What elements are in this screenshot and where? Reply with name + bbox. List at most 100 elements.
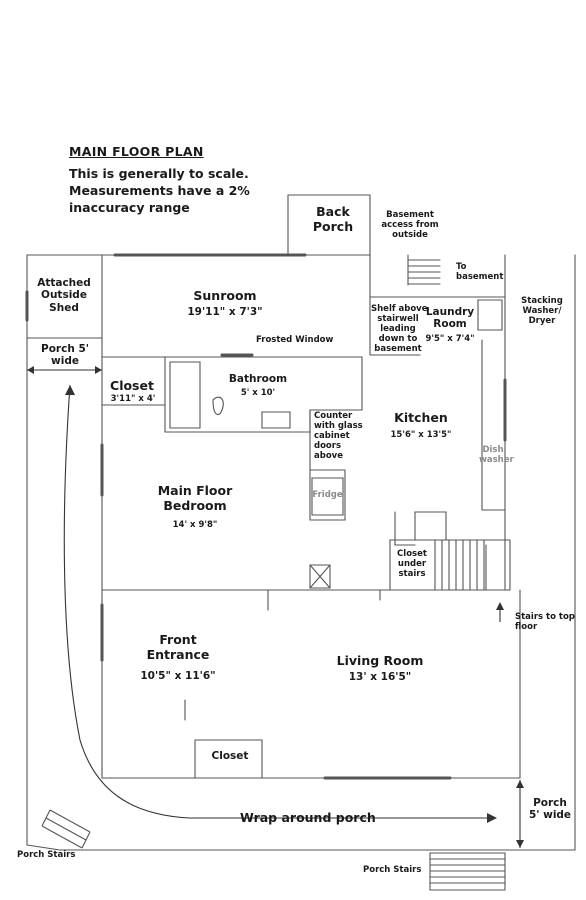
front-closet-label: Closet bbox=[211, 750, 249, 762]
porch-front-line2: 5' wide bbox=[528, 809, 572, 822]
counter-line4: doors bbox=[314, 441, 342, 452]
front-entrance-line2: Entrance bbox=[146, 646, 210, 662]
attached-shed-line1: Attached bbox=[37, 277, 91, 289]
stacking-line1: Stacking bbox=[521, 296, 563, 306]
laundry-line2: Room bbox=[433, 318, 467, 331]
dishwasher-label: Dish washer bbox=[479, 445, 514, 466]
arrowhead-left bbox=[27, 366, 34, 374]
sink bbox=[261, 411, 291, 429]
shelf-line5: basement bbox=[374, 344, 422, 355]
page-title: MAIN FLOOR PLAN bbox=[69, 144, 204, 159]
back-porch-line2: Porch bbox=[312, 218, 354, 234]
front-entrance-line1: Front bbox=[159, 632, 197, 647]
fridge-label: Fridge bbox=[312, 490, 343, 500]
frosted-window-label: Frosted Window bbox=[256, 335, 334, 345]
bedroom-line2: Bedroom bbox=[163, 497, 227, 513]
closet-stairs-line3: stairs bbox=[398, 569, 426, 580]
counter-line1: Counter bbox=[314, 411, 353, 421]
kitchen-dims: 15'6" x 13'5" bbox=[390, 430, 452, 440]
arrowhead-down bbox=[516, 840, 524, 848]
back-porch bbox=[287, 194, 371, 256]
closet-stairs-line2: under bbox=[397, 559, 427, 570]
stairs-lines bbox=[434, 539, 485, 591]
basement-access-line2: access from bbox=[381, 220, 439, 231]
stacking-line2: Washer/ bbox=[522, 306, 562, 317]
shelf-line4: down to bbox=[378, 334, 418, 345]
basement-access-line1: Basement bbox=[386, 210, 434, 220]
stacking-line3: Dryer bbox=[528, 316, 556, 327]
stairs-top-line1: Stairs to top bbox=[515, 612, 575, 622]
porch-side-line1: Porch 5' bbox=[41, 343, 89, 355]
arrowhead-wrap-top bbox=[65, 385, 75, 395]
porch-side-line2: wide bbox=[51, 355, 79, 368]
basement-stairs bbox=[407, 254, 441, 286]
porch-front-line1: Porch bbox=[533, 797, 567, 809]
shelf-above-label: Shelf above stairwell leading down to ba… bbox=[371, 304, 428, 355]
laundry-label: Laundry Room bbox=[423, 306, 477, 331]
closet-dims: 3'11" x 4' bbox=[110, 394, 156, 404]
scale-note-line3: inaccuracy range bbox=[69, 200, 190, 215]
to-basement-line1: To bbox=[456, 262, 467, 272]
toilet bbox=[212, 396, 224, 416]
to-basement-label: To basement bbox=[456, 262, 503, 282]
living-room-dims: 13' x 16'5" bbox=[348, 671, 412, 683]
stairs-top-line2: floor bbox=[515, 622, 538, 633]
shelf-line2: stairwell bbox=[377, 314, 419, 325]
front-entrance-dims: 10'5" x 11'6" bbox=[140, 670, 216, 682]
sunroom-dims: 19'11" x 7'3" bbox=[187, 306, 263, 318]
porch-front-label: Porch 5' wide bbox=[522, 797, 578, 822]
shed-box bbox=[26, 254, 103, 339]
shelf-line1: Shelf above bbox=[371, 304, 428, 314]
counter-line3: cabinet bbox=[314, 431, 350, 442]
porch-outline-bottom bbox=[26, 844, 576, 851]
wall-outline bbox=[101, 254, 521, 779]
stacking-washer-label: Stacking Washer/ Dryer bbox=[515, 296, 569, 326]
wrap-porch-path bbox=[63, 384, 495, 819]
arrowhead-stairs bbox=[496, 602, 504, 610]
kitchen-counter-left bbox=[394, 511, 416, 546]
shelf-line3: leading bbox=[380, 324, 416, 335]
porch-side-label: Porch 5' wide bbox=[32, 343, 98, 368]
arrowhead-up bbox=[516, 780, 524, 788]
dishwasher-line2: washer bbox=[479, 455, 514, 466]
attached-shed-line3: Shed bbox=[49, 301, 79, 314]
kitchen-wall bbox=[481, 339, 506, 511]
back-porch-label: Back Porch bbox=[308, 204, 358, 235]
porch-stairs-left-label: Porch Stairs bbox=[17, 850, 76, 860]
counter-line2: with glass bbox=[314, 421, 363, 432]
closet-under-stairs-label: Closet under stairs bbox=[393, 549, 431, 579]
porch-stairs-bottom-label: Porch Stairs bbox=[363, 865, 422, 875]
counter-label: Counter with glass cabinet doors above bbox=[314, 411, 363, 461]
attached-shed-line2: Outside bbox=[41, 289, 87, 302]
kitchen-label: Kitchen bbox=[394, 410, 448, 425]
bathroom-dims: 5' x 10' bbox=[240, 388, 276, 398]
stove bbox=[414, 511, 447, 541]
bathroom-label: Bathroom bbox=[228, 373, 288, 385]
to-basement-line2: basement bbox=[456, 272, 504, 283]
porch-stairs-bottom bbox=[429, 852, 506, 891]
bedroom-dims: 14' x 9'8" bbox=[172, 520, 218, 530]
basement-access-label: Basement access from outside bbox=[375, 210, 445, 240]
counter-line5: above bbox=[314, 451, 343, 462]
fridge-box bbox=[311, 477, 344, 516]
porch-stairs-left bbox=[41, 809, 91, 849]
xbox bbox=[309, 564, 331, 589]
front-entrance-label: Front Entrance bbox=[140, 632, 216, 663]
sunroom-label: Sunroom bbox=[193, 288, 257, 303]
dishwasher-line1: Dish bbox=[482, 445, 504, 455]
bedroom-label: Main Floor Bedroom bbox=[150, 483, 240, 514]
laundry-line1: Laundry bbox=[425, 306, 475, 318]
basement-access-line3: outside bbox=[392, 230, 428, 241]
laundry-walls bbox=[369, 254, 506, 356]
scale-note-line2: Measurements have a 2% bbox=[69, 183, 250, 198]
laundry-dims: 9'5" x 7'4" bbox=[425, 334, 475, 344]
living-room-label: Living Room bbox=[336, 653, 424, 668]
closet-label: Closet bbox=[110, 378, 154, 393]
front-closet bbox=[194, 739, 263, 779]
closet-stairs-line1: Closet bbox=[397, 549, 427, 559]
back-porch-line1: Back bbox=[316, 204, 350, 219]
arrowhead-wrap-right bbox=[487, 813, 497, 823]
washer-box bbox=[477, 299, 503, 331]
stairs-top-label: Stairs to top floor bbox=[515, 612, 575, 632]
